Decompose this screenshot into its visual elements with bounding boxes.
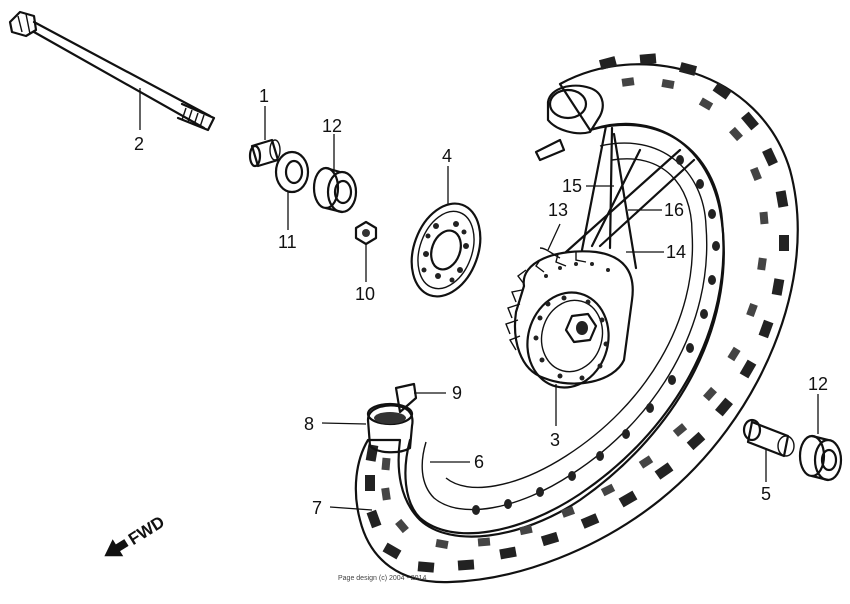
label-part-14: 14: [666, 242, 686, 262]
bearing-part-12-left: [312, 166, 358, 214]
tube-part-8: [366, 84, 604, 454]
leader-lines: [139, 88, 819, 511]
hub-part-3: [505, 250, 634, 389]
brake-disc-part-4: [410, 202, 482, 298]
label-part-6: 6: [474, 452, 484, 472]
tire-part-7: [354, 53, 799, 584]
oil-seal-part-11: [274, 150, 310, 194]
label-part-12-left: 12: [322, 116, 342, 136]
label-part-16: 16: [664, 200, 684, 220]
collar-part-5: [742, 418, 795, 458]
bearing-part-12-right: [798, 434, 843, 482]
label-part-4: 4: [442, 146, 452, 166]
arrow-icon: [104, 539, 129, 557]
label-part-11: 11: [278, 232, 297, 252]
part-labels: 1 2 12 11 10 4 15 13 16 14 9 8 3 6 7 12 …: [134, 86, 828, 518]
label-part-5: 5: [761, 484, 771, 504]
nut-part-10: [354, 220, 378, 246]
label-part-7: 7: [312, 498, 322, 518]
fwd-label: FWD: [125, 512, 168, 549]
valve-part-9: [394, 138, 566, 414]
label-part-3: 3: [550, 430, 560, 450]
forward-arrow: FWD: [104, 512, 168, 557]
label-part-12-right: 12: [808, 374, 828, 394]
label-part-13: 13: [548, 200, 568, 220]
label-part-15: 15: [562, 176, 582, 196]
label-part-1: 1: [259, 86, 269, 106]
label-part-9: 9: [452, 383, 462, 403]
spokes: [539, 124, 696, 270]
label-part-2: 2: [134, 134, 144, 154]
rim-band-part-6: [404, 123, 725, 535]
label-part-8: 8: [304, 414, 314, 434]
footer-copyright: Page design (c) 2004 - 2014: [338, 575, 426, 582]
label-part-10: 10: [355, 284, 375, 304]
collar-part-1: [248, 138, 281, 168]
axle-part: [8, 10, 216, 132]
